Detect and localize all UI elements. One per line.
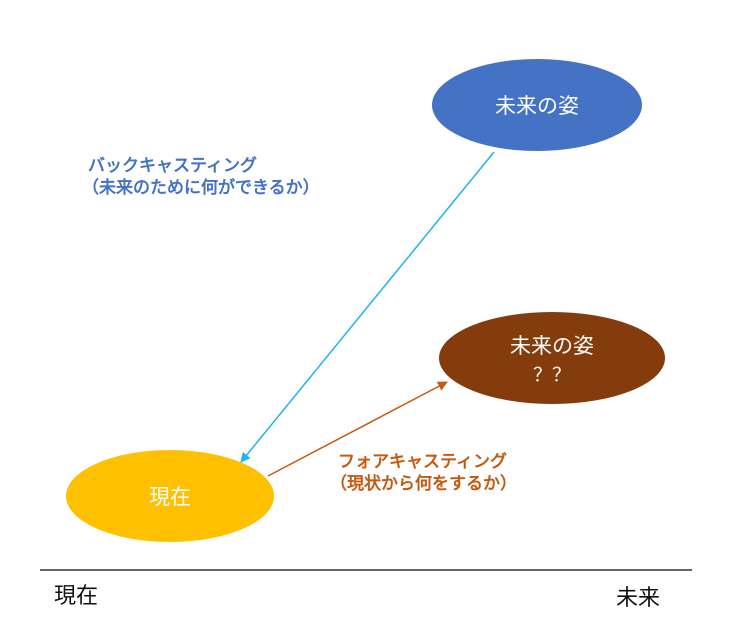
backcasting-arrow (240, 151, 495, 463)
forecasting-arrow (267, 381, 448, 477)
backcasting-caption: バックキャスティング （未来のために何ができるか） (82, 155, 320, 199)
forecasting-caption: フォアキャスティング （現状から何をするか） (330, 451, 517, 495)
node-present: 現在 (66, 450, 274, 542)
forecasting-title: フォアキャスティング (338, 452, 507, 472)
axis-label-future: 未来 (616, 586, 661, 611)
node-future-projected: 未来の姿 ？？ (439, 312, 665, 404)
axis-label-present: 現在 (54, 584, 99, 609)
forecasting-subtitle: （現状から何をするか） (330, 474, 517, 494)
node-future-ideal-label: 未来の姿 (495, 94, 579, 118)
node-future-projected-sublabel: ？？ (533, 364, 571, 386)
backcasting-title: バックキャスティング (88, 156, 257, 176)
node-future-ideal: 未来の姿 (432, 59, 642, 151)
backcasting-subtitle: （未来のために何ができるか） (82, 178, 320, 198)
node-present-label: 現在 (149, 485, 191, 509)
node-future-projected-label: 未来の姿 (510, 334, 594, 358)
